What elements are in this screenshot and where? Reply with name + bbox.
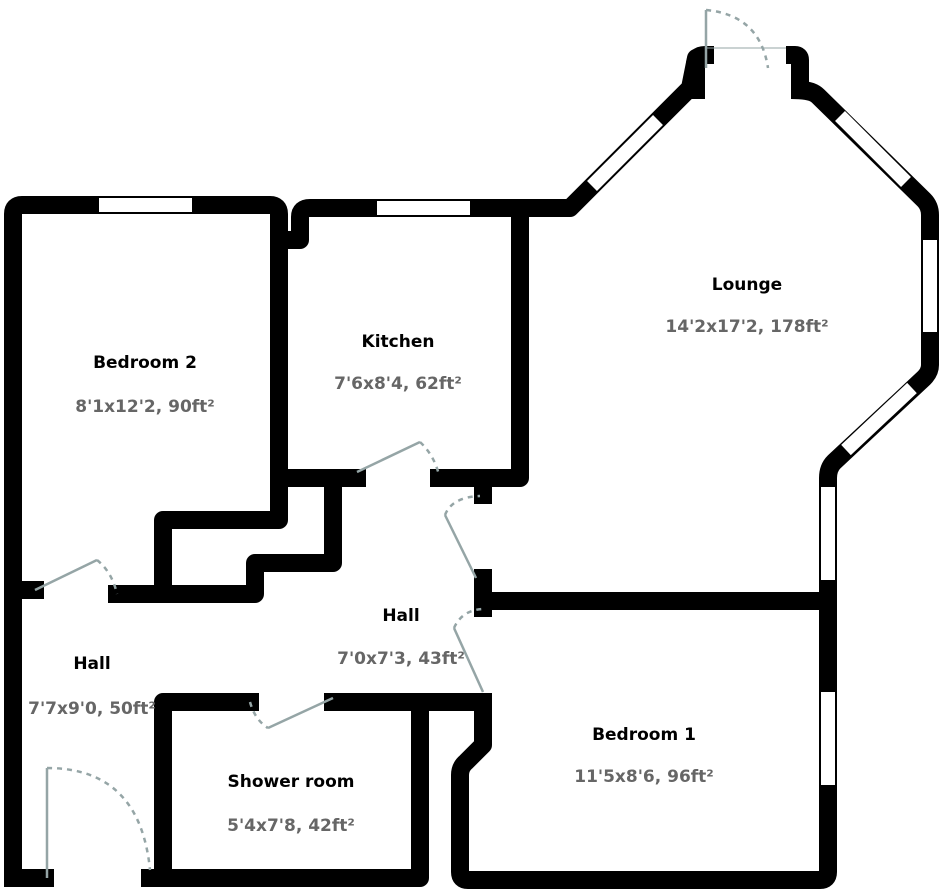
- walls: [4, 45, 939, 889]
- room-name-hall-entry: Hall: [73, 654, 110, 674]
- room-size-kitchen: 7'6x8'4, 62ft²: [334, 374, 462, 394]
- room-size-shower: 5'4x7'8, 42ft²: [227, 816, 355, 836]
- door-kitchen: [356, 440, 421, 474]
- room-name-bedroom1: Bedroom 1: [592, 725, 696, 745]
- door-lounge-hall: [443, 514, 478, 579]
- doors: [34, 8, 770, 878]
- door-bedroom2: [34, 558, 98, 592]
- room-size-hall-entry: 7'7x9'0, 50ft²: [28, 699, 156, 719]
- room-name-bedroom2: Bedroom 2: [93, 353, 197, 373]
- room-name-lounge: Lounge: [712, 275, 782, 295]
- room-size-bedroom1: 11'5x8'6, 96ft²: [574, 767, 714, 787]
- room-name-kitchen: Kitchen: [362, 332, 435, 352]
- door-bedroom1: [452, 627, 485, 693]
- labels: Bedroom 2 8'1x12'2, 90ft² Kitchen 7'6x8'…: [28, 275, 828, 836]
- windows: [99, 47, 937, 785]
- room-size-bedroom2: 8'1x12'2, 90ft²: [75, 397, 215, 417]
- room-name-shower: Shower room: [227, 772, 354, 792]
- room-name-hall: Hall: [382, 606, 419, 626]
- room-size-lounge: 14'2x17'2, 178ft²: [665, 317, 828, 337]
- room-size-hall: 7'0x7'3, 43ft²: [337, 649, 465, 669]
- door-shower: [267, 696, 334, 730]
